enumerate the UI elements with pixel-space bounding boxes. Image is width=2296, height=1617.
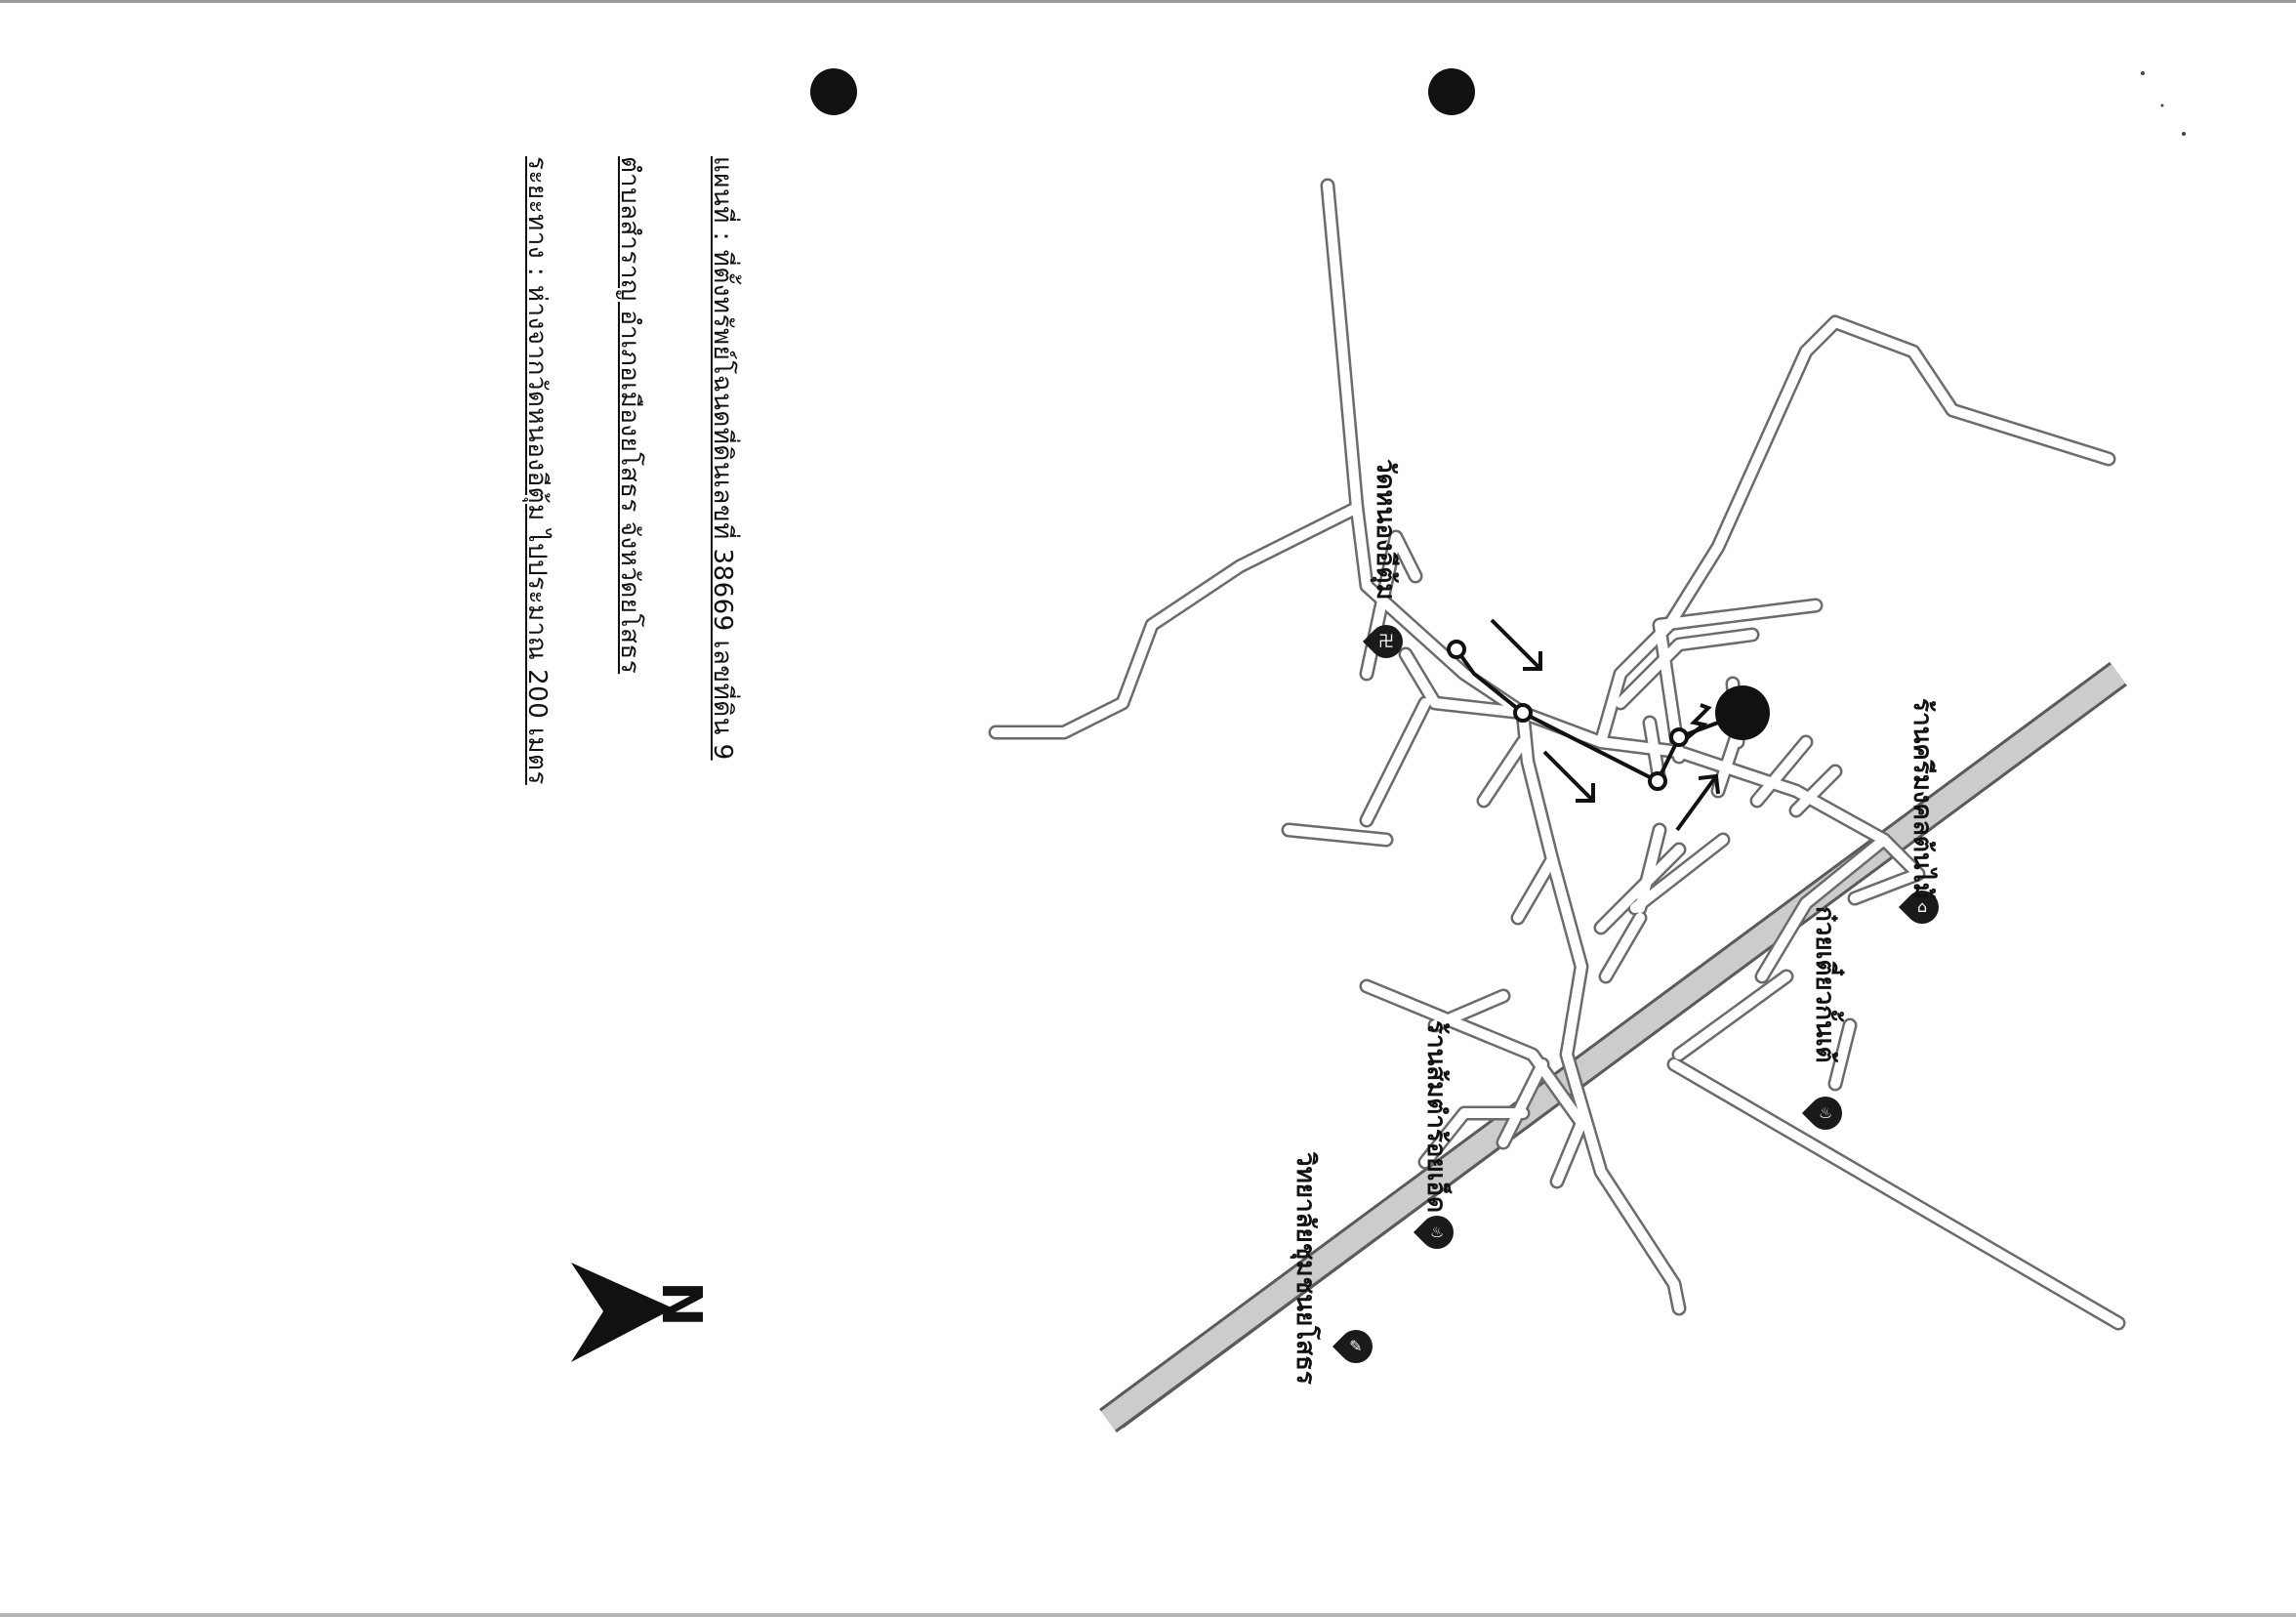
punch-hole	[810, 68, 857, 115]
north-arrow-icon	[571, 1263, 674, 1362]
page-edge	[0, 0, 2296, 3]
route-path	[1447, 640, 1770, 791]
arrow-icon	[1675, 774, 1718, 832]
direction-arrows	[1490, 618, 1720, 832]
route-node	[1513, 703, 1533, 723]
route-node	[1669, 727, 1689, 747]
highway	[1099, 661, 2127, 1433]
info-block: แผนที่ : ที่ตั้งทรัพย์โฉนดที่ดินเลขที่ 3…	[522, 156, 752, 840]
page-edge	[0, 1613, 2296, 1617]
scan-specks	[2141, 71, 2186, 136]
poi-tree-shop-label: ร้านครีมงคลต้นไม้	[1907, 698, 1937, 899]
arrow-icon	[1542, 750, 1595, 803]
route-node	[1648, 771, 1667, 791]
distance-line: ระยะทาง : ห่างจากวัดหนองอีตุ้ม ไปประมาณ …	[522, 156, 552, 785]
road-fills	[991, 181, 2123, 1328]
road-casings	[988, 178, 2126, 1331]
route-node	[1447, 640, 1466, 659]
punch-hole	[1428, 68, 1475, 115]
north-label: N	[649, 1281, 713, 1327]
arrow-icon	[1576, 783, 1595, 803]
arrow-icon	[1490, 618, 1542, 671]
route-zigzag	[1685, 703, 1712, 740]
poi-noodle-label: ก๋วยเตี๋ยวกั้นเต้	[1810, 906, 1839, 1063]
poi-somtam-label: ร้านส้มตำร้อยเอ็ด	[1421, 1020, 1451, 1214]
poi-college-label: วิทยาลัยชุมชนยโสธร	[1291, 1152, 1320, 1385]
poi-temple-label: วัดหนองอีตุ้ม	[1371, 459, 1400, 601]
arrow-icon	[1523, 651, 1542, 671]
property-location-marker	[1715, 685, 1770, 740]
arrow-icon	[1698, 773, 1720, 795]
map-title: แผนที่ : ที่ตั้งทรัพย์โฉนดที่ดินเลขที่ 3…	[708, 156, 737, 761]
location-line: ตำบลสำราญ อำเภอเมืองยโสธร จังหวัดยโสธร	[615, 156, 644, 675]
